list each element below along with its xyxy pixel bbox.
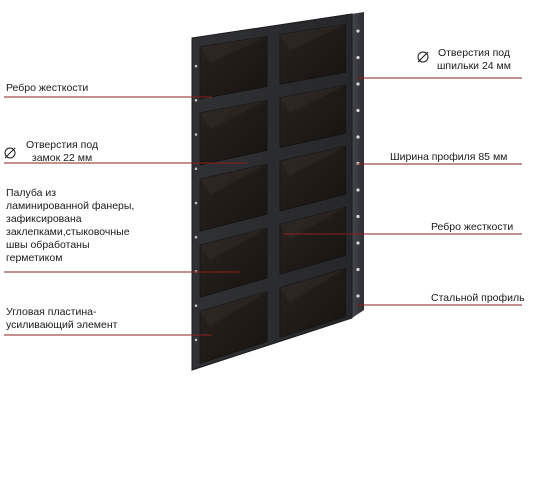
hole [356, 241, 360, 245]
cell-shade [200, 227, 268, 261]
plywood-cell [199, 163, 268, 232]
plywood-cell [279, 23, 346, 85]
cell-shade [280, 207, 346, 240]
label-steel-profile: Стальной профиль [431, 292, 525, 304]
label-stiffener-rib-left: Ребро жесткости [6, 82, 89, 94]
cell-shade [280, 146, 346, 177]
label-plywood-deck: Палуба из ламинированной фанеры, зафикси… [6, 187, 135, 264]
plywood-cell [199, 227, 268, 298]
hole [356, 188, 360, 192]
hole [356, 108, 360, 113]
cell-shade [200, 100, 268, 130]
cell-shade [200, 36, 268, 64]
plywood-cell [199, 35, 268, 100]
hole [356, 55, 360, 60]
hole [194, 338, 198, 342]
lock-holes [194, 29, 360, 342]
label-profile-width: Ширина профиля 85 мм [390, 151, 508, 163]
hole [356, 29, 360, 33]
hole [356, 135, 360, 139]
plywood-cell [279, 206, 346, 275]
hole [356, 214, 360, 219]
label-pin-holes: Отверстия под шпильки 24 мм [437, 47, 511, 72]
plywood-cell [279, 267, 346, 339]
cell-shade [200, 163, 268, 195]
hole [194, 167, 198, 171]
plywood-cell [199, 99, 268, 166]
cell-shade [280, 85, 346, 114]
diameter-icon [4, 147, 16, 159]
label-corner-plate: Угловая пластина- усиливающий элемент [6, 306, 118, 331]
plywood-cell [279, 84, 346, 149]
cell-shade [200, 291, 268, 327]
diameter-icon [417, 51, 429, 63]
hole [194, 201, 198, 205]
label-stiffener-rib-right: Ребро жесткости [431, 221, 514, 233]
hole [194, 64, 198, 68]
hole [194, 304, 198, 307]
hole [194, 133, 198, 136]
hole [194, 235, 198, 239]
hole [356, 267, 360, 272]
cell-shade [280, 24, 346, 51]
hole [194, 99, 198, 102]
plywood-cells [199, 23, 346, 364]
plywood-cell [199, 290, 268, 364]
hole [356, 82, 360, 86]
hole [356, 294, 360, 298]
cell-shade [280, 268, 346, 303]
plywood-cell [279, 145, 346, 212]
label-lock-holes: Отверстия под замок 22 мм [26, 139, 99, 164]
